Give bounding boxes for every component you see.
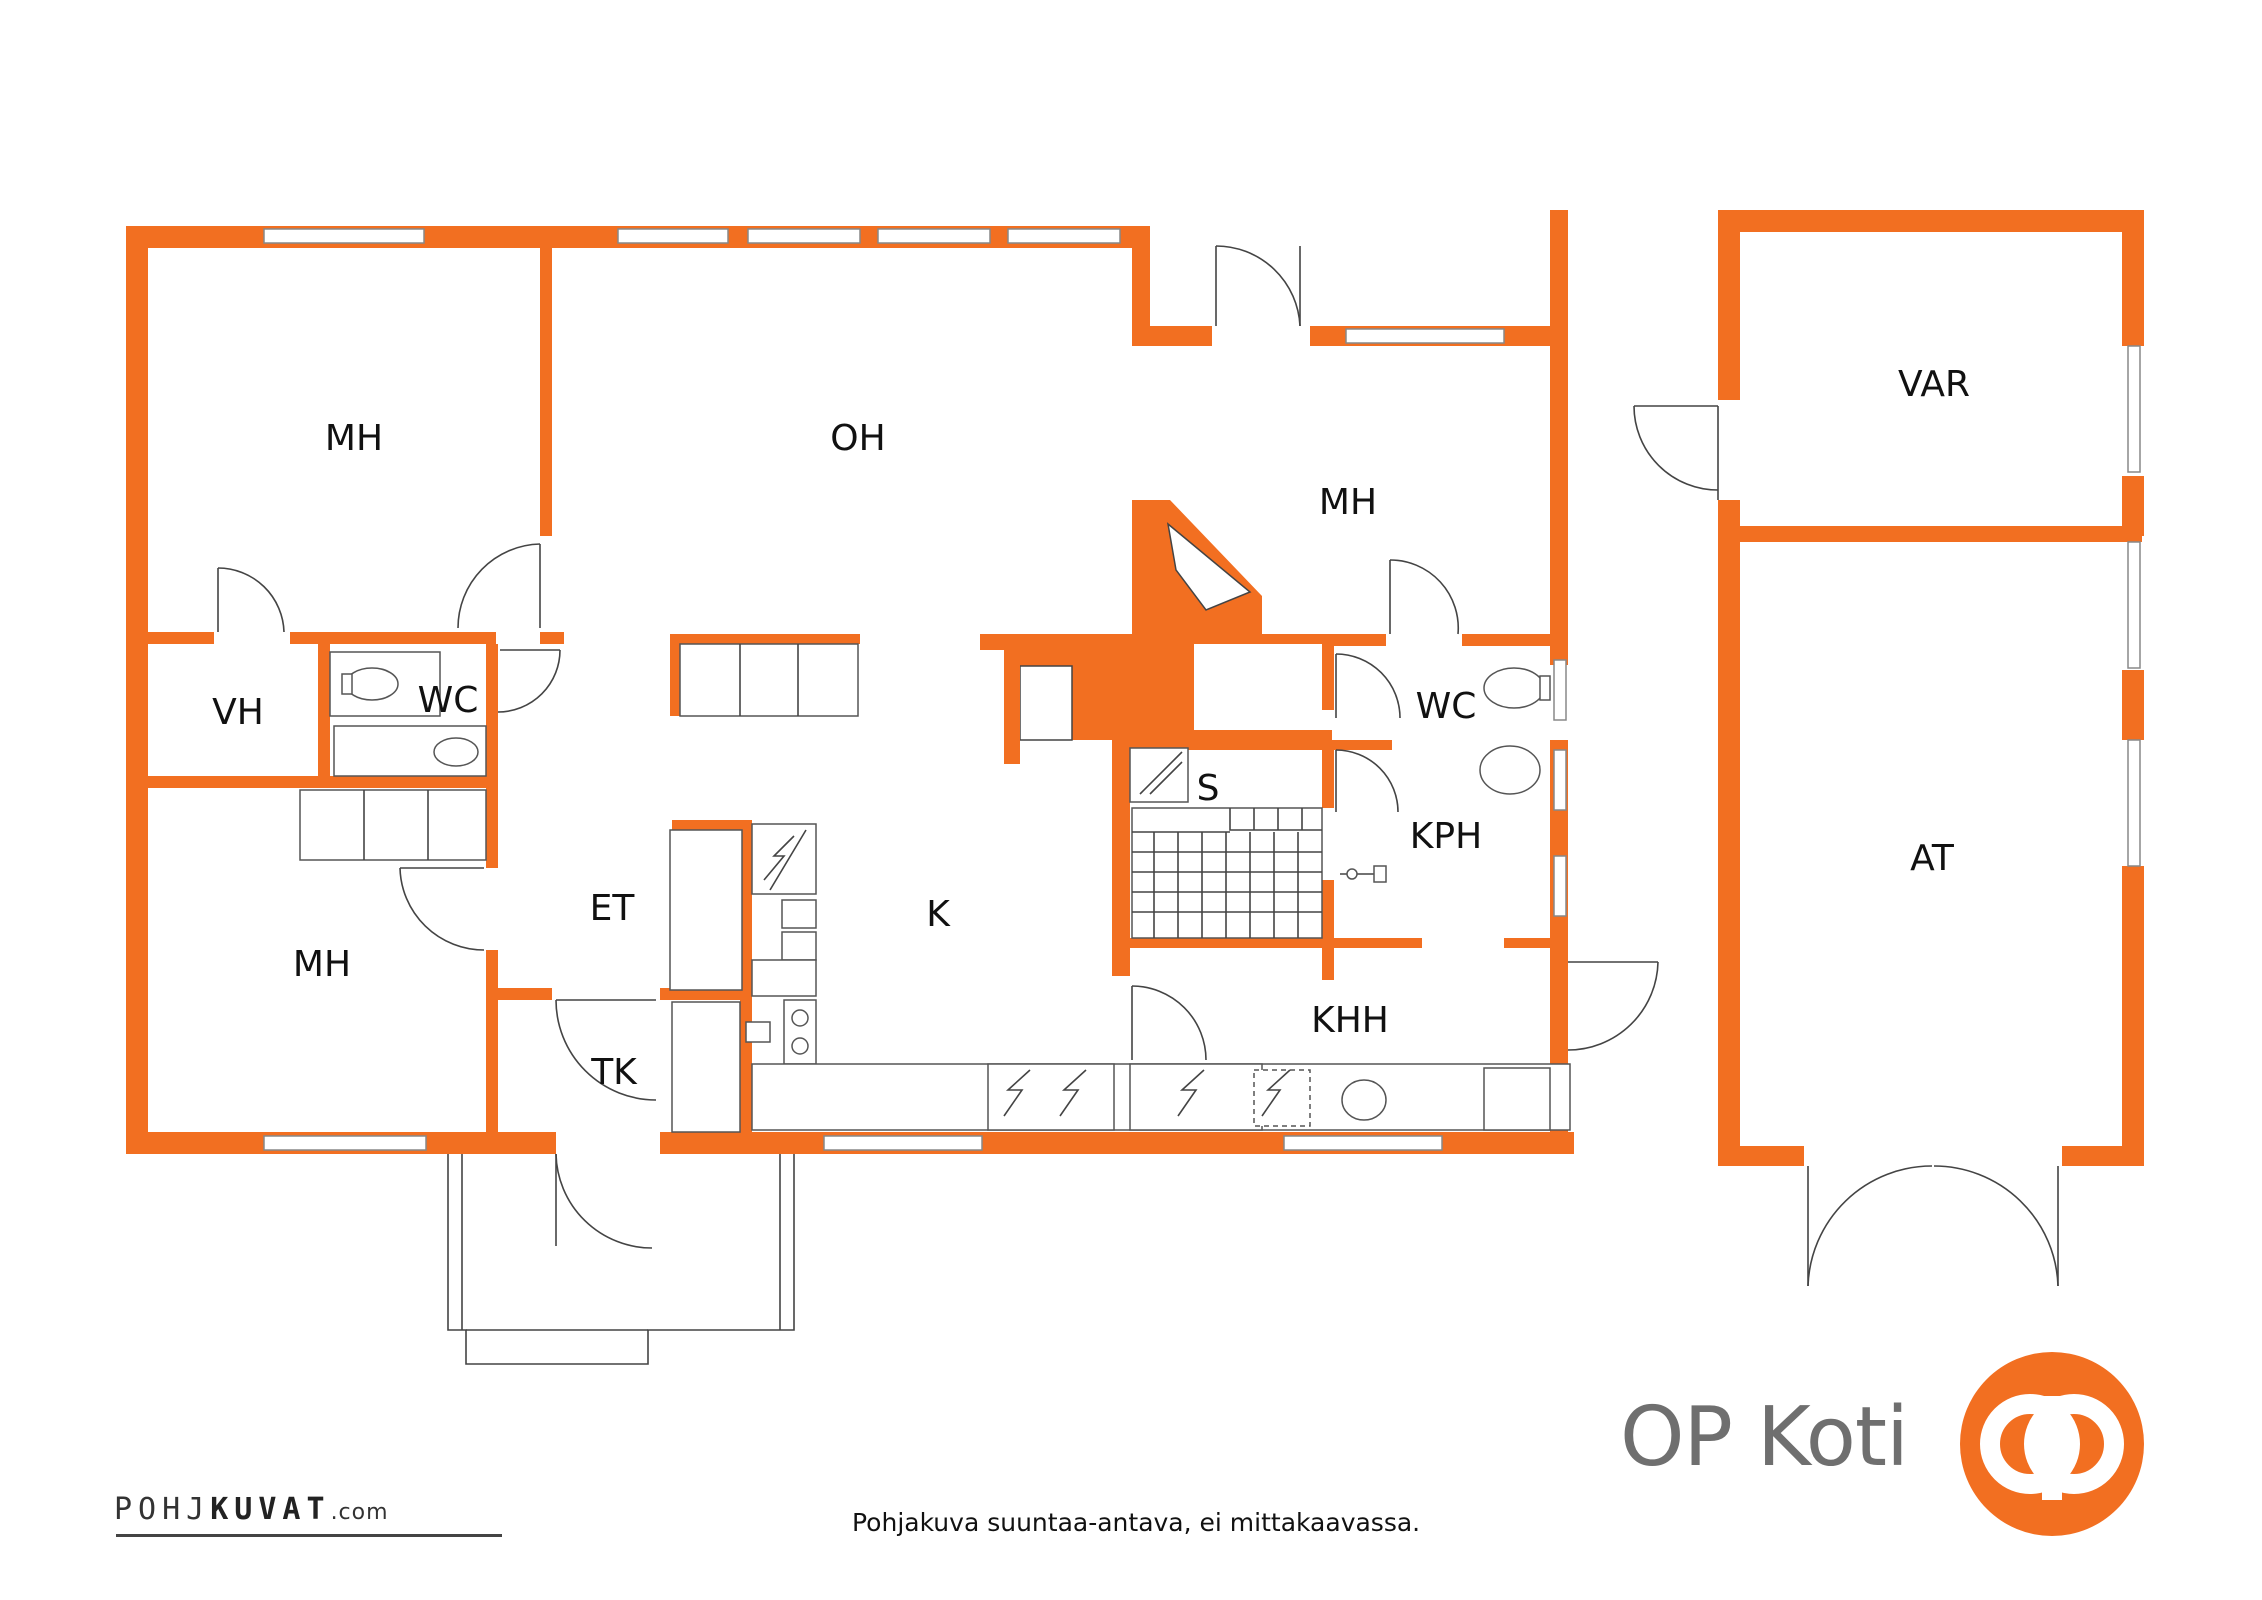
garage-walls (1718, 210, 2144, 1166)
pohjakuvat-credit: POHJKUVAT.com (114, 1492, 389, 1527)
house-fixtures (299, 643, 1571, 1365)
credit-part2: KUVAT (210, 1492, 331, 1527)
room-label-kph: KPH (1410, 816, 1482, 857)
room-label-mh-sw: MH (293, 944, 351, 985)
garage-windows (2127, 345, 2141, 867)
room-label-s: S (1197, 768, 1220, 809)
room-label-khh: KHH (1311, 1000, 1389, 1041)
room-label-oh: OH (830, 418, 885, 459)
garage-doors (1633, 405, 2059, 1287)
disclaimer-text: Pohjakuva suuntaa-antava, ei mittakaavas… (852, 1508, 1421, 1537)
room-label-k: K (926, 894, 951, 935)
room-label-mh-nw: MH (325, 418, 383, 459)
house-doors (217, 245, 1659, 1249)
room-label-mh-ne: MH (1319, 482, 1377, 523)
room-label-wc-w: WC (418, 680, 479, 721)
room-label-vh: VH (212, 692, 264, 733)
room-label-tk: TK (590, 1052, 638, 1093)
op-logo-icon (1960, 1352, 2144, 1536)
house-windows (263, 228, 1567, 1151)
room-label-et: ET (590, 888, 636, 929)
credit-part3: .com (330, 1500, 389, 1525)
brand-name: OP Koti (1620, 1390, 1909, 1485)
credit-underline (116, 1534, 502, 1537)
room-label-at: AT (1910, 838, 1955, 879)
room-label-var: VAR (1898, 364, 1970, 405)
room-label-wc-e: WC (1416, 686, 1477, 727)
credit-part1: POHJ (114, 1492, 211, 1527)
